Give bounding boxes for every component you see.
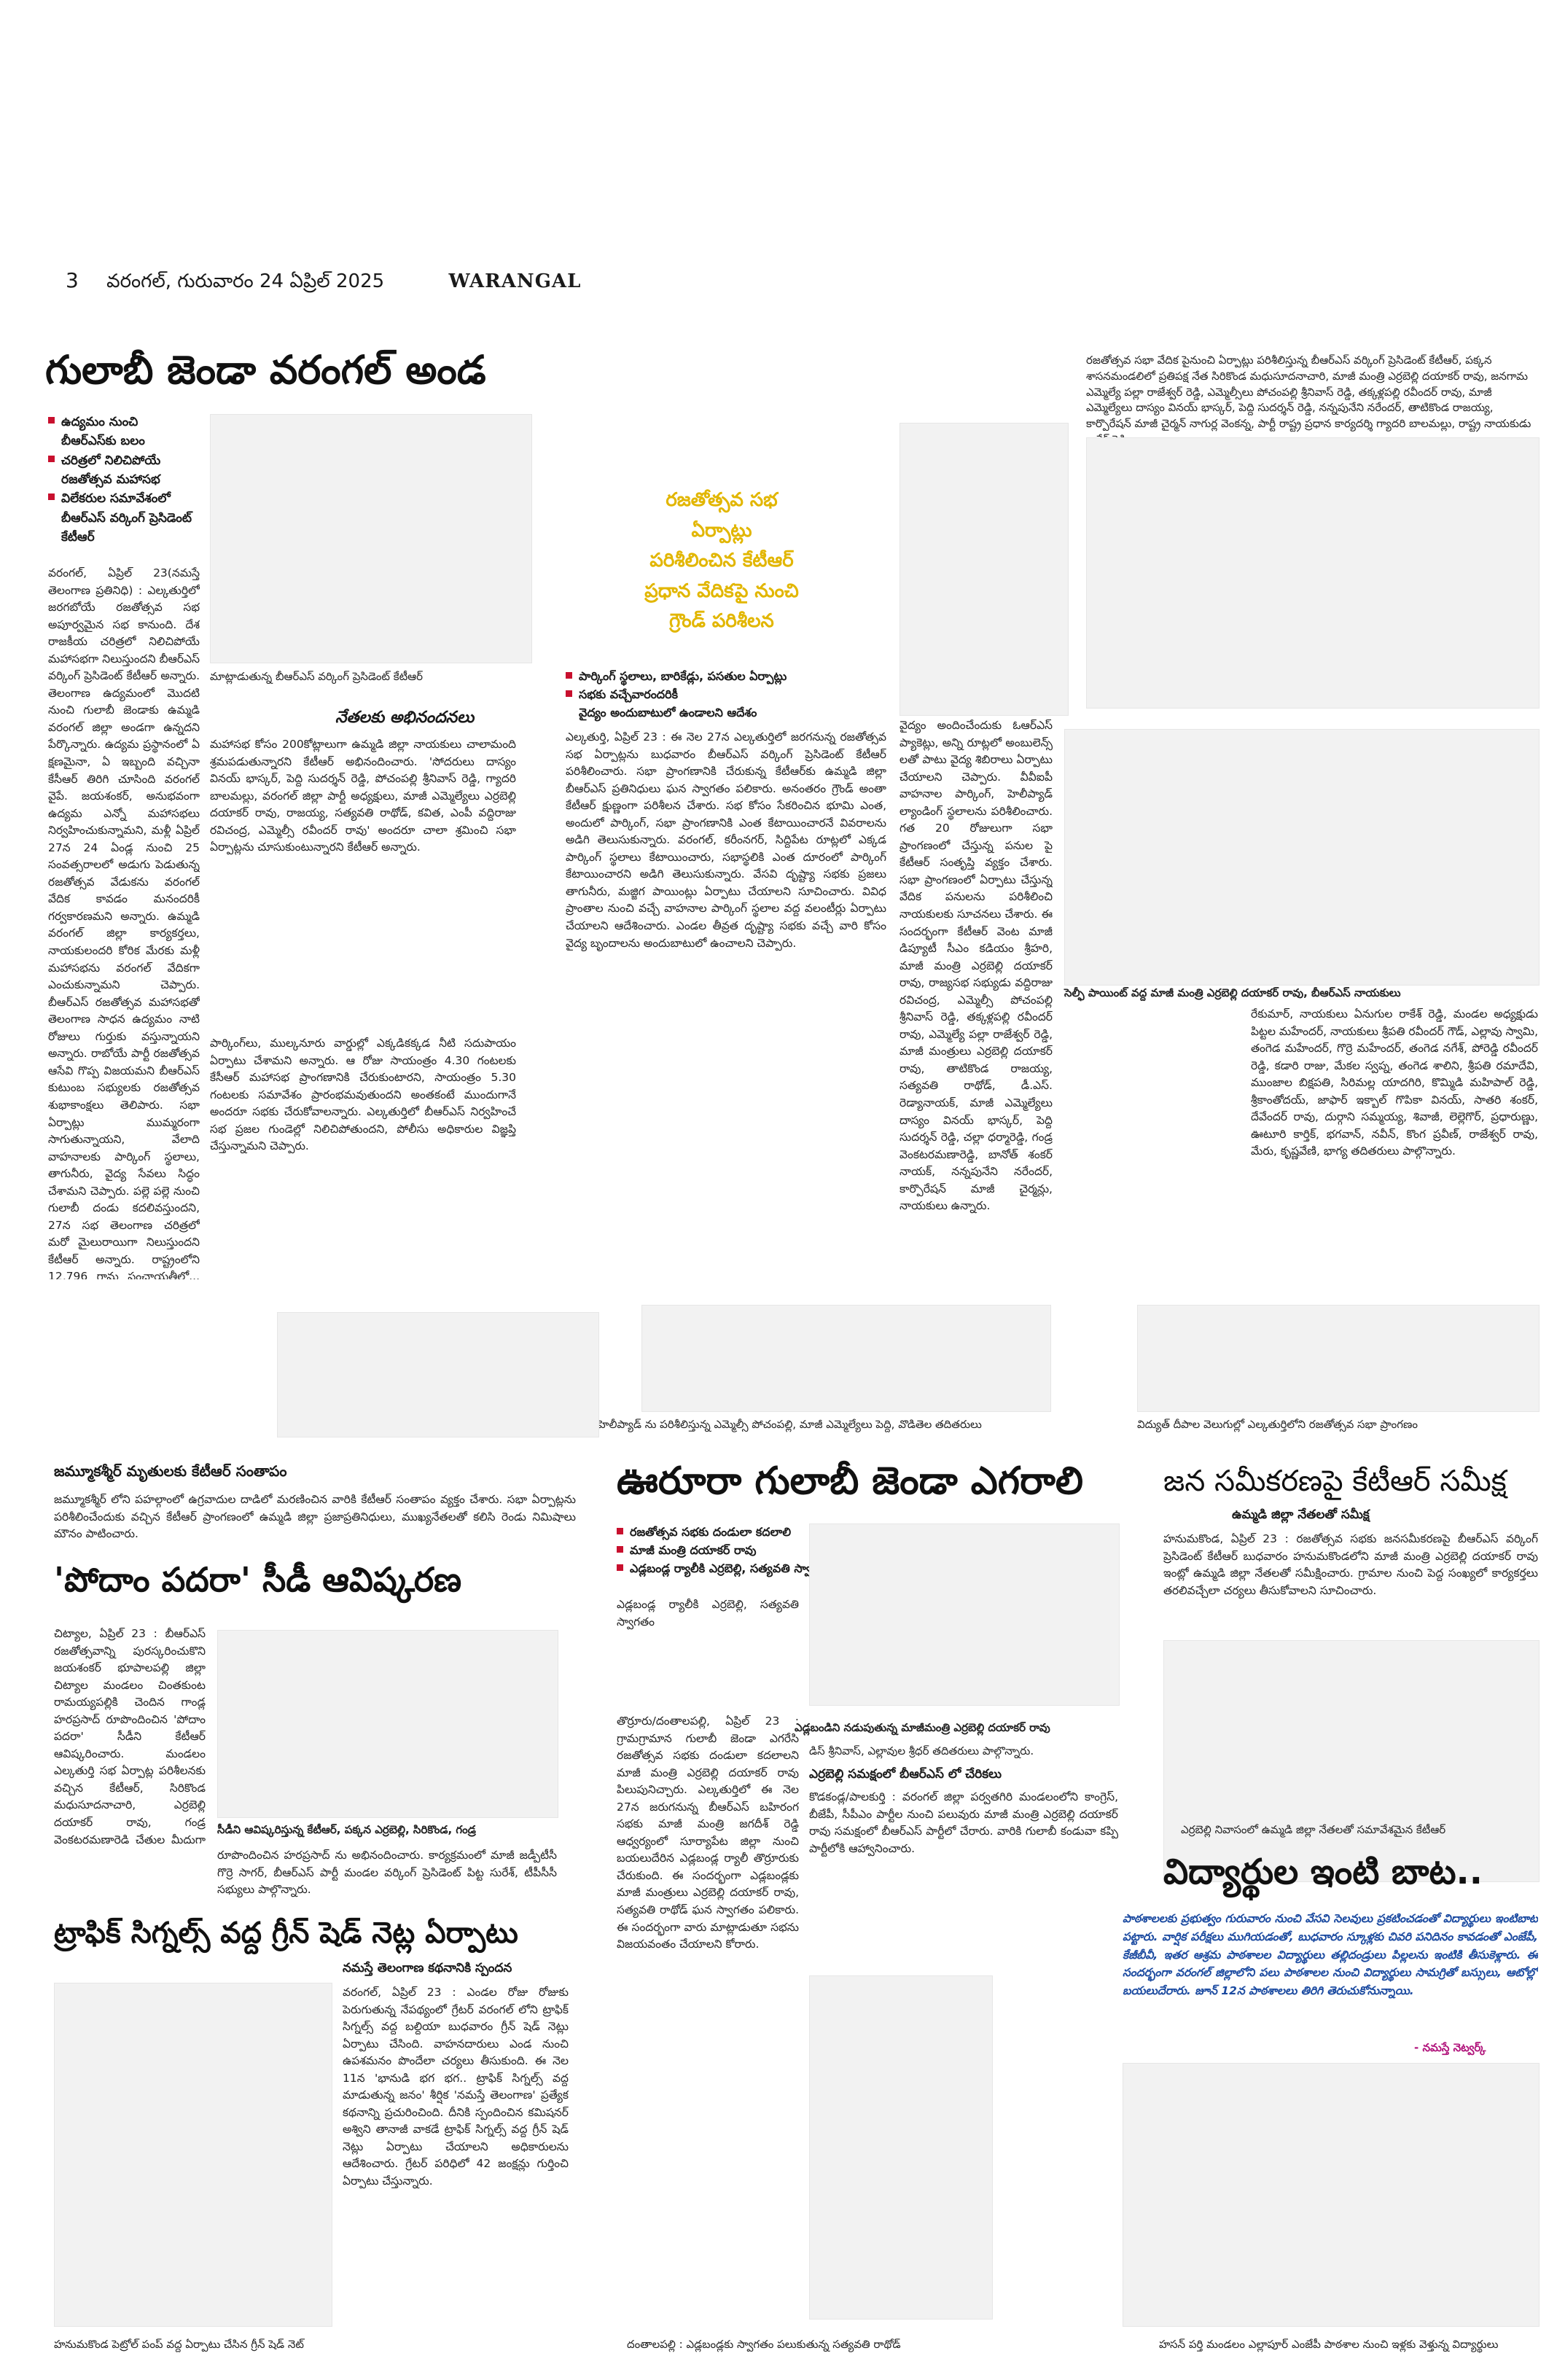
- jana-sub: ఉమ్మడి జిల్లా నేతలతో సమీక్ష: [1232, 1507, 1370, 1522]
- lights-photo: [1137, 1305, 1540, 1412]
- center-bullet: వైద్యం అందుబాటులో ఉండాలని ఆదేశం: [579, 705, 757, 719]
- cd-headline: 'పోదాం పదరా' సీడీ ఆవిష్కరణ: [54, 1560, 462, 1599]
- lead-photo: [210, 414, 532, 663]
- thanks-body-1: మహాసభ కోసం 200కోట్లాలుగా ఉమ్మడి జిల్లా న…: [210, 738, 516, 854]
- oorura-body-lead: ఎడ్లబండ్ల ర్యాలీకి ఎర్రబెల్లి, సత్యవతి స…: [617, 1598, 799, 1628]
- oorura-headline: ఊరూరా గులాబీ జెండా ఎగరాలి: [617, 1459, 1083, 1503]
- center-box-line: పరిశీలించిన కేటీఆర్: [649, 550, 794, 572]
- oorura-caption-body: డిస్ శ్రీనివాస్, ఎల్లావుల శ్రీధర్ తదితరు…: [809, 1744, 1034, 1757]
- cd-photo: [217, 1630, 558, 1818]
- lead-body: వరంగల్, ఏప్రిల్ 23(నమస్తే తెలంగాణ ప్రతిన…: [48, 566, 200, 1279]
- traffic-body: వరంగల్, ఏప్రిల్ 23 : ఎండల రోజు రోజుకు పె…: [343, 1986, 569, 2188]
- thanks-body-2: పార్కింగ్‌లు, ముల్కనూరు వార్డుల్లో ఎక్కడ…: [210, 1037, 516, 1153]
- center-box-line: ప్రధాన వేదికపై నుంచి: [644, 580, 799, 602]
- center-bullet: సభకు వచ్చేవారందరికీ: [566, 686, 886, 704]
- oorura-sub: ఎర్రబెల్లి సమక్షంలో బీఆర్ఎస్ లో చేరికలు: [809, 1767, 1002, 1782]
- students-headline: విద్యార్థుల ఇంటి బాట..: [1163, 1852, 1483, 1892]
- top-right-caption: రజతోత్సవ సభా వేదిక పైనుంచి ఏర్పాట్లు పరి…: [1086, 354, 1531, 446]
- center-box-line: రజతోత్సవ సభ: [666, 489, 778, 511]
- jana-body: హనుమకొండ, ఏప్రిల్ 23 : రజతోత్సవ సభకు జనస…: [1163, 1532, 1538, 1597]
- jana-photo-caption: ఎర్రబెల్లి నివాసంలో ఉమ్మడి జిల్లా నేతలతో…: [1181, 1823, 1446, 1836]
- oorura-bottom-caption: దంతాలపల్లి : ఎడ్లబండ్లకు స్వాగతం పలుకుతు…: [627, 2338, 901, 2351]
- selfie-photo: [1064, 729, 1540, 986]
- traffic-caption: హనుమకొండ పెట్రోల్ పంప్ వద్ద ఏర్పాటు చేసి…: [54, 2338, 304, 2351]
- jana-photo: [1163, 1640, 1540, 1882]
- traffic-photo: [54, 1983, 332, 2327]
- edition-label: WARANGAL: [448, 270, 582, 292]
- students-photo: [1123, 2063, 1540, 2327]
- oorura-sub-body: కొడకండ్ల/పాలకుర్తి : వరంగల్ జిల్లా పర్వత…: [809, 1790, 1118, 1855]
- right-body: వైద్యం అందించేందుకు ఓఆర్ఎస్ ప్యాకెట్లు, …: [900, 719, 1053, 1213]
- selfie-body: రేకుమార్, నాయకులు ఏనుగుల రాకేశ్ రెడ్డి, …: [1251, 1007, 1538, 1158]
- lead-bullet: ఉద్యమం నుంచి బీఆర్ఎస్‌కు బలం: [48, 413, 194, 451]
- oorura-photo-bottom: [809, 1975, 993, 2319]
- cd-body-2: రూపొందించిన హరప్రసాద్ ను అభినందించారు. క…: [217, 1849, 557, 1897]
- center-box-line: గ్రౌండ్ పరిశీలన: [669, 610, 774, 633]
- jk-heading: జమ్మూకశ్మీర్ మృతులకు కేటీఆర్ సంతాపం: [54, 1462, 287, 1480]
- page-folio: 3 వరంగల్, గురువారం 24 ఏప్రిల్ 2025 WARAN…: [66, 268, 581, 297]
- helipad-photo: [277, 1312, 599, 1437]
- lead-photo-caption: మాట్లాడుతున్న బీఆర్ఎస్ వర్కింగ్ ప్రెసిడె…: [210, 670, 424, 683]
- jana-headline: జన సమీకరణపై కేటీఆర్ సమీక్ష: [1163, 1464, 1507, 1498]
- oorura-photo-caption: ఎడ్లబండిని నడుపుతున్న మాజీమంత్రి ఎర్రబెల…: [795, 1721, 1050, 1734]
- lead-bullet: చరిత్రలో నిలిచిపోయే రజతోత్సవ మహాసభ: [48, 451, 194, 490]
- page-number: 3: [66, 268, 79, 292]
- oorura-photo-top: [809, 1523, 1120, 1706]
- thanks-heading: నేతలకు అభినందనలు: [335, 709, 475, 727]
- lead-bullets: ఉద్యమం నుంచి బీఆర్ఎస్‌కు బలం చరిత్రలో ని…: [48, 413, 194, 547]
- cd-photo-caption: సీడీని ఆవిష్కరిస్తున్న కేటీఆర్, పక్కన ఎర…: [217, 1823, 476, 1836]
- oorura-bullets: రజతోత్సవ సభకు దండులా కదలాలి మాజీ మంత్రి …: [617, 1523, 923, 1577]
- dateline: వరంగల్, గురువారం 24 ఏప్రిల్ 2025: [106, 270, 385, 292]
- top-right-photo: [1086, 437, 1540, 709]
- selfie-caption: సెల్ఫీ పాయింట్ వద్ద మాజీ మంత్రి ఎర్రబెల్…: [1064, 986, 1401, 999]
- aerial-photo: [641, 1305, 1051, 1412]
- traffic-headline: ట్రాఫిక్ సిగ్నల్స్ వద్ద గ్రీన్ షెడ్ నెట్…: [54, 1916, 518, 1950]
- center-headline-box: రజతోత్సవ సభ ఏర్పాట్లు పరిశీలించిన కేటీఆర…: [561, 485, 882, 637]
- lead-headline: గులాబీ జెండా వరంగల్ అండ: [45, 347, 486, 393]
- center-body: ఎల్కతుర్తి, ఏప్రిల్ 23 : ఈ నెల 27న ఎల్కత…: [566, 730, 886, 950]
- center-box-line: ఏర్పాట్లు: [691, 519, 752, 542]
- top-left-photo: [900, 423, 1069, 716]
- students-credit: - నమస్తే నెట్వర్క్: [1414, 2041, 1486, 2054]
- cd-body: చిట్యాల, ఏప్రిల్ 23 : బీఆర్ఎస్ రజతోత్సవా…: [54, 1627, 206, 1844]
- traffic-sub: నమస్తే తెలంగాణ కథనానికి స్పందన: [343, 1961, 512, 1975]
- helipad-caption: హెలీప్యాడ్ ను పరిశీలిస్తున్న ఎమ్మెల్సీ ప…: [598, 1418, 982, 1431]
- center-bullet: పార్కింగ్ స్థలాలు, బారికేడ్లు, పసతుల ఏర్…: [566, 668, 886, 686]
- center-bullets: పార్కింగ్ స్థలాలు, బారికేడ్లు, పసతుల ఏర్…: [566, 668, 886, 722]
- students-body: పాఠశాలలకు ప్రభుత్వం గురువారం నుంచి వేసవి…: [1123, 1912, 1538, 1998]
- students-caption: హసన్ పర్తి మండలం ఎల్లాపూర్ ఎంజేపీ పాఠశాల…: [1159, 2338, 1499, 2351]
- lead-bullet: విలేకరుల సమావేశంలో బీఆర్ఎస్ వర్కింగ్ ప్ర…: [48, 489, 194, 547]
- jk-body: జమ్మూకశ్మీర్ లోని పహల్గాంలో ఉగ్రవాదుల దా…: [54, 1493, 576, 1541]
- oorura-body: తొర్రూరు/దంతాలపల్లి, ఏప్రిల్ 23 : గ్రామగ…: [617, 1714, 799, 1951]
- oorura-bullet: రజతోత్సవ సభకు దండులా కదలాలి: [617, 1523, 923, 1542]
- oorura-bullet: మాజీ మంత్రి దయాకర్ రావు: [617, 1542, 923, 1560]
- lights-caption: విద్యుత్ దీపాల వెలుగుల్లో ఎల్కతుర్తిలోని…: [1137, 1418, 1419, 1431]
- oorura-bullet: ఎడ్లబండ్ల ర్యాలీకి ఎర్రబెల్లి, సత్యవతి స…: [617, 1560, 923, 1578]
